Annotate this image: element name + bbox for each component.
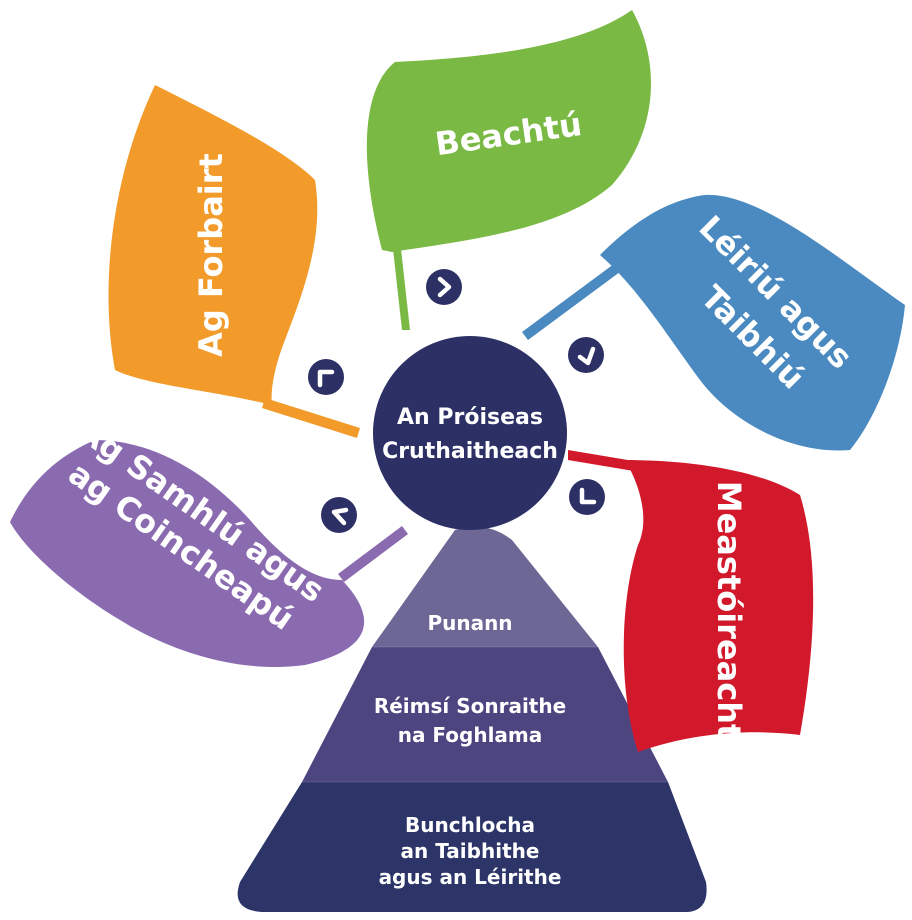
petal-beachtu: Beachtú xyxy=(366,10,651,330)
pyramid-tier-middle xyxy=(302,647,668,782)
center-label-line2: Cruthaitheach xyxy=(382,439,558,464)
petal-forbairt: Ag Forbairt xyxy=(108,85,360,438)
chevron-arrow-icon xyxy=(569,479,605,515)
center-label-line1: An Próiseas xyxy=(397,405,543,430)
pyramid-tier-middle-label-line2: na Foghlama xyxy=(398,723,543,747)
petal-meastoireacht-label: Meastóireacht xyxy=(710,481,748,740)
petal-forbairt-label: Ag Forbairt xyxy=(192,153,230,357)
center-circle: An Próiseas Cruthaitheach xyxy=(373,336,567,530)
pyramid-tier-bottom-label-line1: Bunchlocha xyxy=(405,813,535,837)
petal-meastoireacht: Meastóireacht xyxy=(568,450,814,752)
arrow-badges xyxy=(308,269,605,533)
pyramid-tier-middle-label-line1: Réimsí Sonraithe xyxy=(374,694,566,718)
chevron-arrow-icon xyxy=(308,359,344,395)
pyramid-tier-top-label: Punann xyxy=(427,611,512,635)
pyramid: Punann Réimsí Sonraithe na Foghlama Bunc… xyxy=(237,526,707,912)
petal-leiriu: Léiriú agus Taibhiú xyxy=(522,194,905,451)
chevron-arrow-icon xyxy=(321,497,357,533)
chevron-arrow-icon xyxy=(568,337,604,373)
chevron-arrow-icon xyxy=(426,269,462,305)
petal-samhlu: Ag Samhlú agus ag Coincheapú xyxy=(10,412,408,667)
pyramid-tier-bottom xyxy=(237,782,707,912)
pyramid-tier-bottom-label-line3: agus an Léirithe xyxy=(379,865,562,889)
pyramid-tier-bottom-label-line2: an Taibhithe xyxy=(401,839,540,863)
pyramid-tier-top xyxy=(372,526,598,647)
